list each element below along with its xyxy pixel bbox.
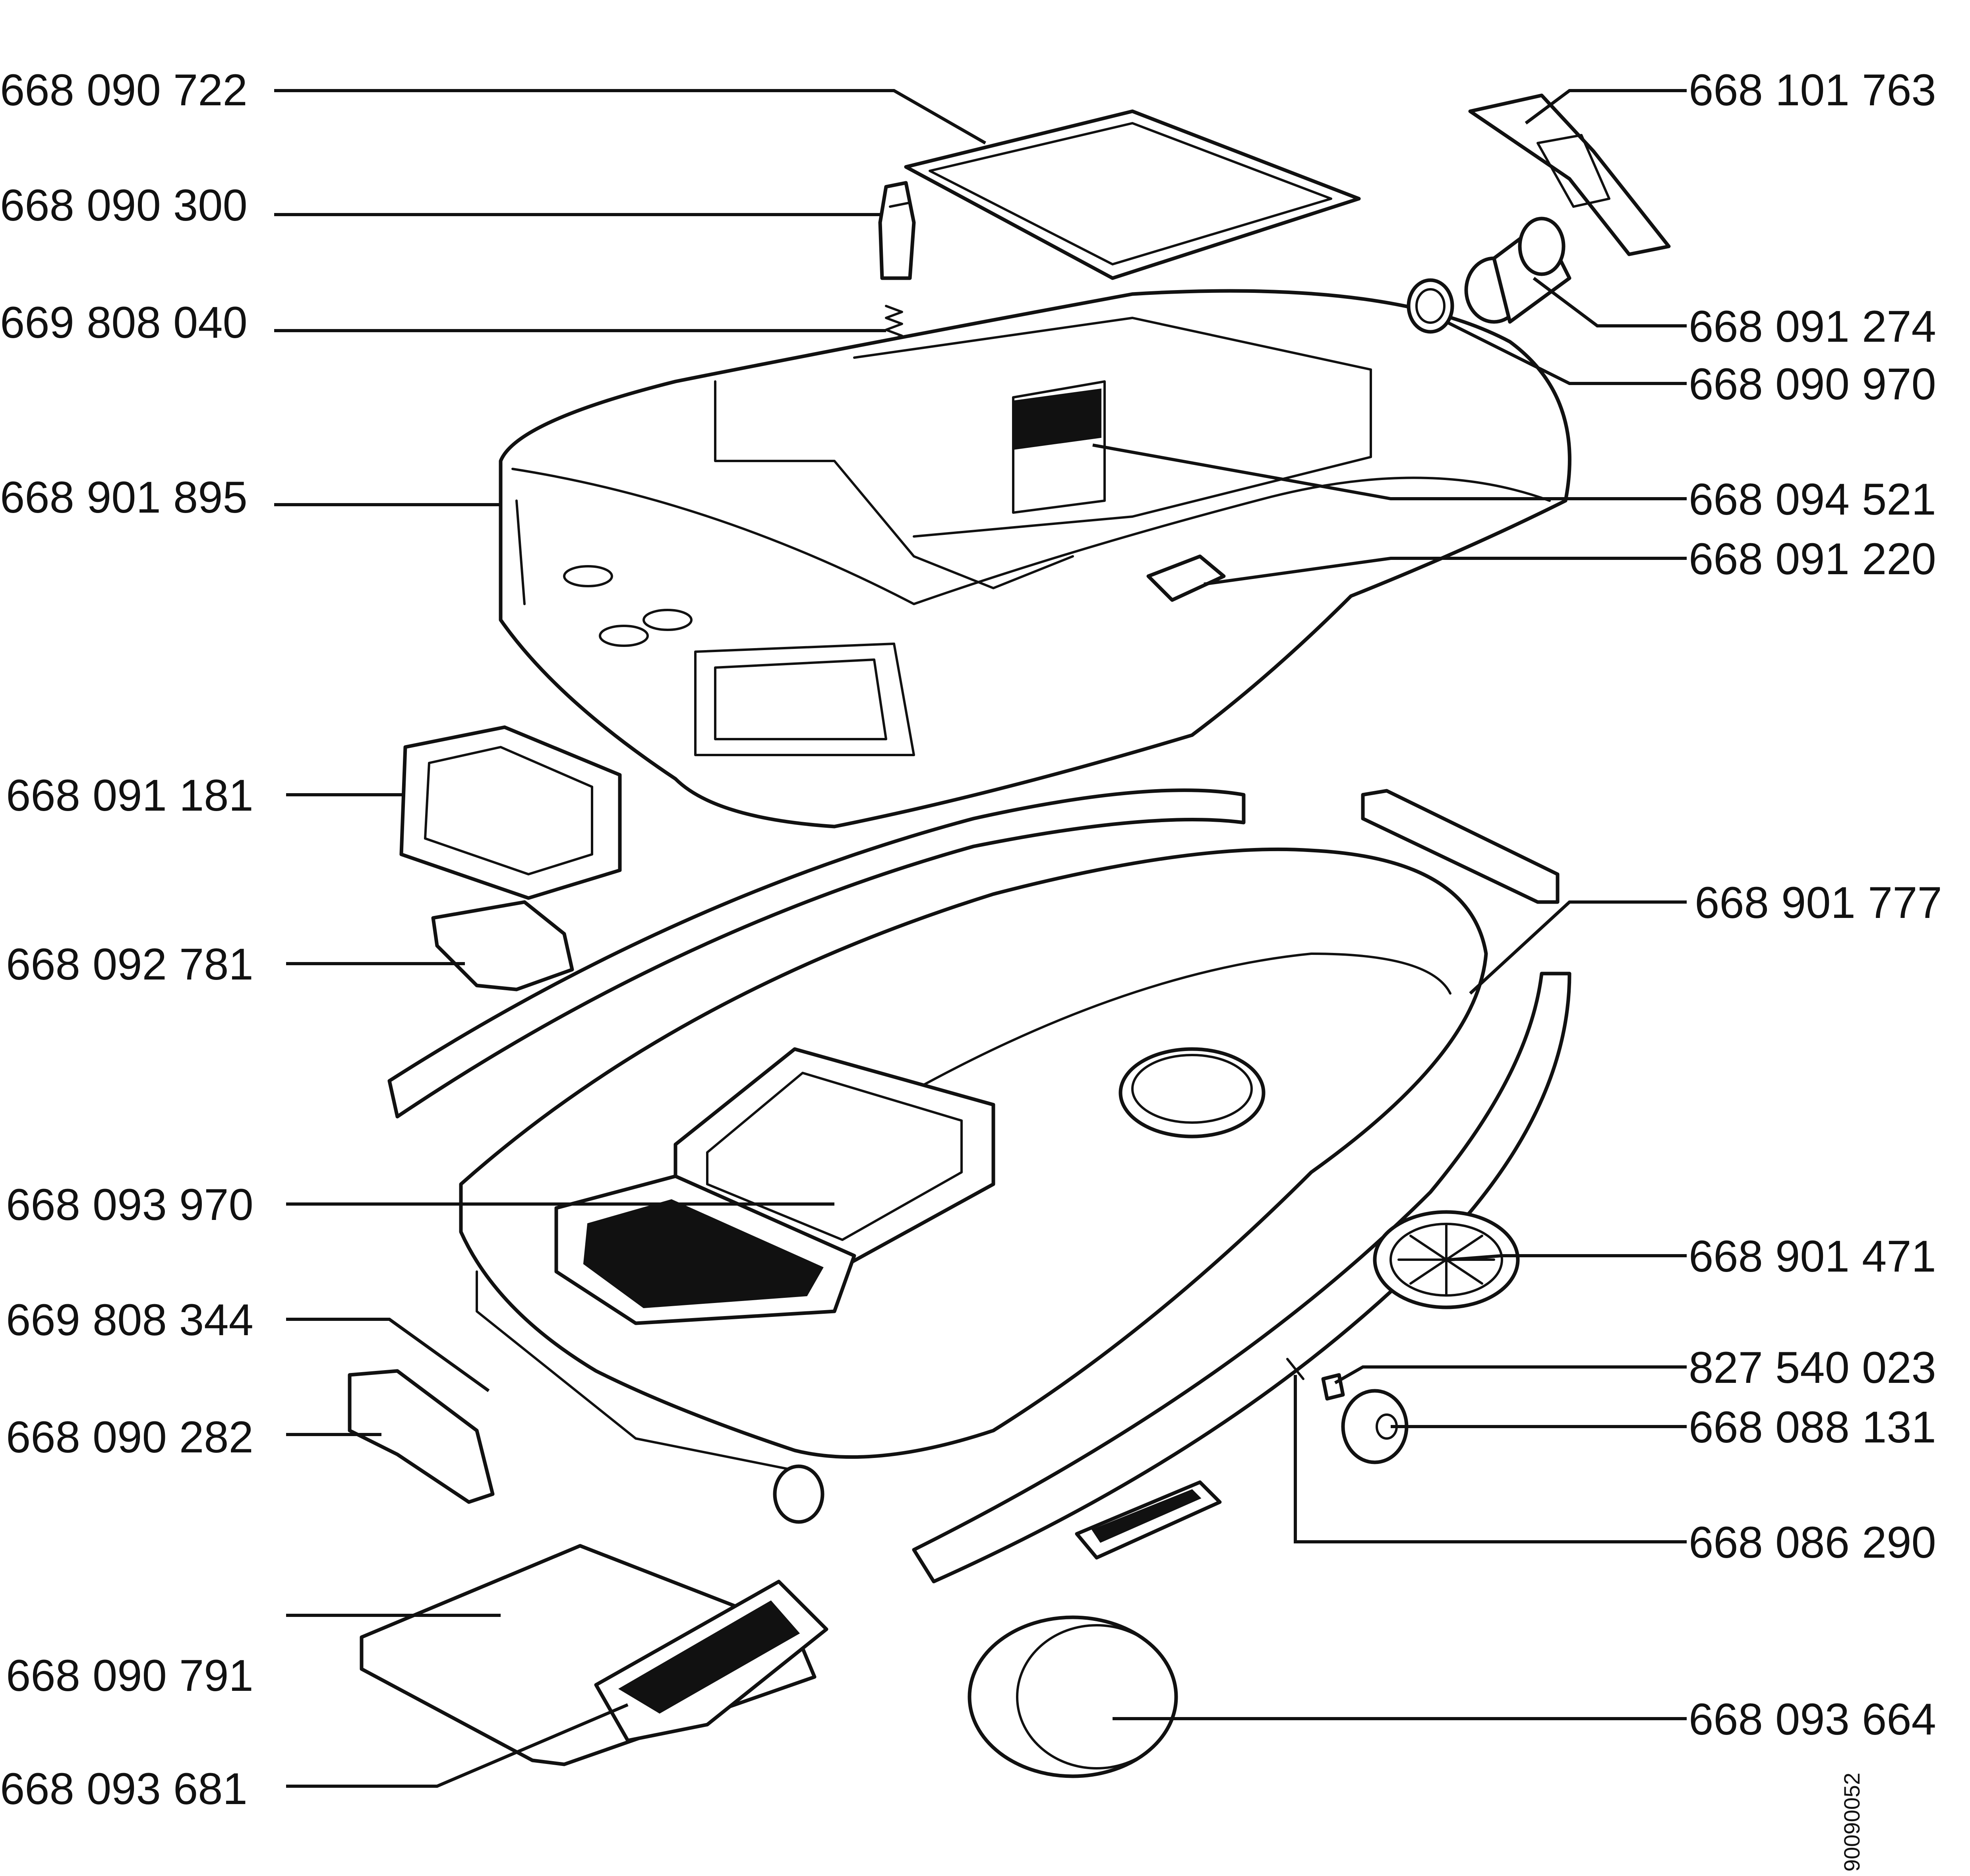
filter-grid	[583, 1199, 824, 1309]
part-label: 668 091 220	[1689, 534, 1936, 584]
top-cover-housing	[499, 289, 1571, 829]
bottom-slider	[1075, 1480, 1222, 1560]
base-tub	[459, 847, 1488, 1471]
side-knob	[773, 1464, 824, 1524]
part-label: 827 540 023	[1689, 1343, 1936, 1392]
part-label: 668 093 970	[6, 1180, 254, 1229]
ring-seal	[1407, 278, 1454, 334]
coupling-plate	[1468, 93, 1671, 256]
part-label: 668 090 300	[0, 180, 248, 230]
latch-clip	[878, 181, 916, 280]
part-label: 668 091 181	[6, 771, 254, 820]
part-label: 668 086 290	[1689, 1518, 1936, 1567]
part-label: 668 093 681	[0, 1764, 248, 1814]
part-label: 668 901 777	[1695, 878, 1942, 927]
part-labels-left: 668 090 722 668 090 300 669 808 040 668 …	[0, 65, 254, 1814]
lid-gasket-frame	[904, 109, 1361, 280]
axle-pin	[1286, 1358, 1304, 1380]
top-bumper-strip	[387, 788, 1246, 1119]
front-latch	[431, 900, 574, 991]
part-label: 669 808 040	[0, 298, 248, 347]
part-label: 669 808 344	[6, 1295, 254, 1345]
front-flap	[348, 1369, 495, 1504]
rear-bumper-piece	[1361, 789, 1560, 904]
part-label: 668 092 781	[6, 939, 254, 989]
part-label: 668 094 521	[1689, 474, 1936, 524]
large-wheel	[968, 1615, 1178, 1778]
part-label: 668 090 791	[6, 1651, 254, 1700]
part-label: 668 088 131	[1689, 1402, 1936, 1452]
rear-wheel	[1373, 1210, 1520, 1309]
part-label: 668 093 664	[1689, 1694, 1936, 1744]
leader-lines-right	[1092, 89, 1687, 1720]
part-label: 668 090 282	[6, 1412, 254, 1462]
leader-lines-left	[274, 89, 986, 1788]
brush-cassette	[594, 1580, 828, 1742]
part-label: 668 090 722	[0, 65, 248, 115]
part-label: 668 901 471	[1689, 1231, 1936, 1281]
hose-socket	[1464, 217, 1571, 324]
part-labels-right: 668 101 763 668 091 274 668 090 970 668 …	[1689, 65, 1942, 1744]
side-bumper-strip	[912, 972, 1571, 1584]
part-label: 668 101 763	[1689, 65, 1936, 115]
part-label: 668 901 895	[0, 472, 248, 522]
part-label: 668 090 970	[1689, 359, 1936, 409]
housing-latch	[1146, 554, 1226, 602]
document-id: 90090052	[1839, 1773, 1864, 1872]
front-handle-frame	[399, 725, 622, 900]
part-label: 668 091 274	[1689, 302, 1936, 351]
